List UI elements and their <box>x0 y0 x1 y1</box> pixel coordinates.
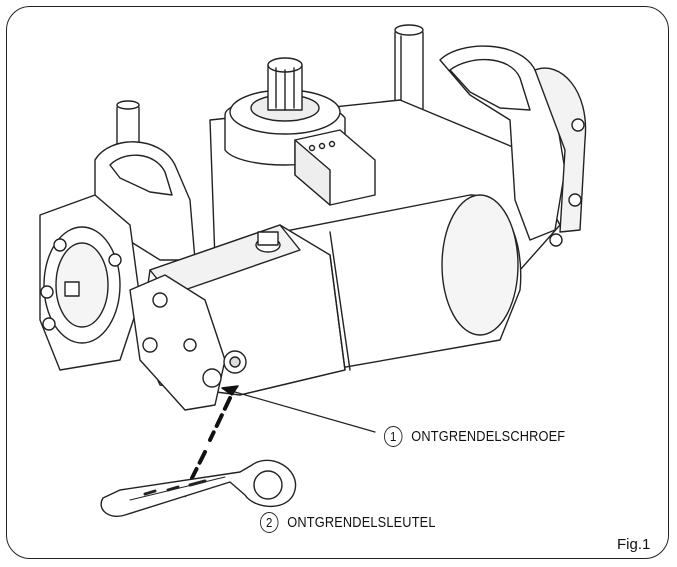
callout-number-1: 1 <box>384 426 403 447</box>
output-shaft <box>224 57 346 166</box>
release-key <box>100 459 297 517</box>
left-end-wheel <box>39 194 141 371</box>
switch-block <box>294 129 376 206</box>
front-mount <box>129 274 226 411</box>
figure-label: Fig.1 <box>617 536 651 553</box>
callout-label-1: ONTGRENDELSCHROEF <box>411 428 566 445</box>
callout-label-2: ONTGRENDELSLEUTEL <box>287 514 436 531</box>
callout-release-key: 2 ONTGRENDELSLEUTEL <box>260 512 436 533</box>
callout-release-screw: 1 ONTGRENDELSCHROEF <box>384 426 565 447</box>
callout-number-2: 2 <box>260 512 279 533</box>
figure-frame <box>6 6 669 559</box>
release-screw <box>202 350 247 388</box>
callout-1-leader <box>227 389 376 433</box>
insertion-arrow <box>221 385 239 396</box>
rear-bracket-right <box>439 45 587 247</box>
